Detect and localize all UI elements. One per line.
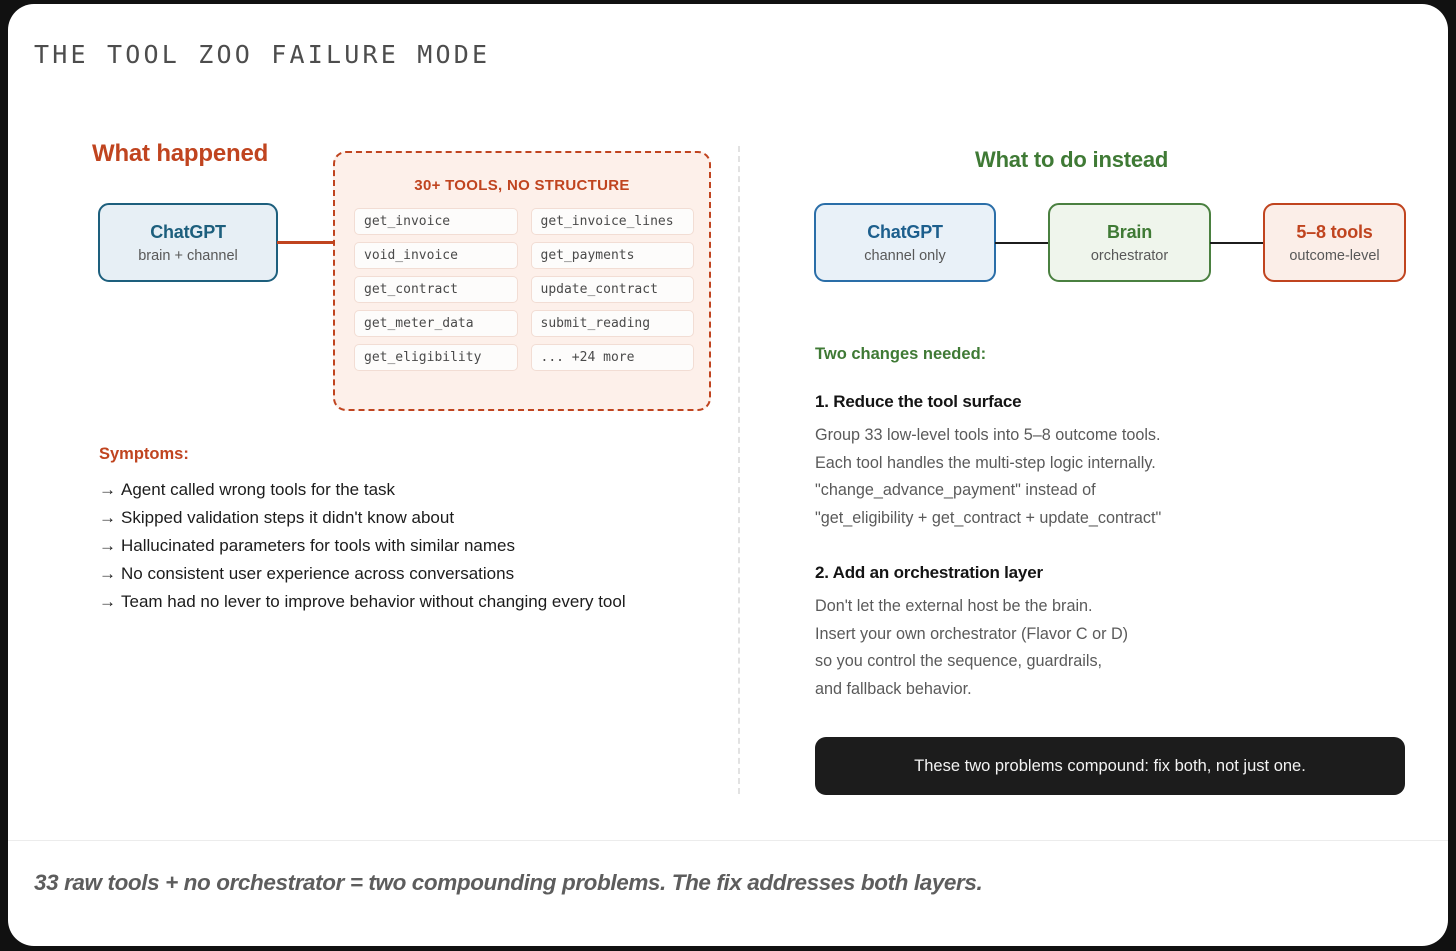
symptom-text: Skipped validation steps it didn't know …	[121, 508, 455, 527]
tool-chip: ... +24 more	[530, 344, 694, 371]
tool-chip: get_eligibility	[354, 344, 518, 371]
tool-chip: get_meter_data	[354, 310, 518, 337]
node-brain: Brain orchestrator	[1048, 203, 1211, 282]
tool-chip: void_invoice	[354, 242, 518, 269]
symptom-item: → No consistent user experience across co…	[99, 560, 719, 588]
symptom-item: → Agent called wrong tools for the task	[99, 476, 719, 504]
arrow-right-icon: →	[99, 508, 116, 527]
symptom-text: No consistent user experience across con…	[121, 564, 515, 583]
tool-zoo-title: 30+ TOOLS, NO STRUCTURE	[414, 177, 630, 194]
symptoms-heading: Symptoms:	[99, 445, 189, 463]
symptoms-list: → Agent called wrong tools for the task → S…	[99, 476, 719, 616]
symptom-text: Hallucinated parameters for tools with s…	[121, 536, 515, 555]
arrow-right-icon: →	[99, 592, 116, 611]
change-block-1-heading: 1. Reduce the tool surface	[815, 392, 1022, 411]
change-block-1-body: Group 33 low-level tools into 5–8 outcom…	[815, 422, 1275, 532]
symptom-text: Team had no lever to improve behavior wi…	[121, 592, 626, 611]
node-title: ChatGPT	[150, 221, 226, 242]
body-line: so you control the sequence, guardrails,	[815, 652, 1103, 670]
node-subtitle: orchestrator	[1090, 247, 1169, 264]
connector-brain-to-tools	[1210, 242, 1264, 244]
change-block-1: 1. Reduce the tool surface Group 33 low-…	[815, 392, 1275, 532]
node-outcome-tools: 5–8 tools outcome-level	[1263, 203, 1406, 282]
tool-chip: get_invoice_lines	[530, 208, 694, 235]
node-subtitle: channel only	[864, 247, 946, 264]
arrow-right-icon: →	[99, 564, 116, 583]
tool-chip: get_payments	[530, 242, 694, 269]
arrow-right-icon: →	[99, 480, 116, 499]
right-section-heading: What to do instead	[975, 147, 1169, 172]
node-chatgpt-right: ChatGPT channel only	[814, 203, 996, 282]
node-chatgpt-left: ChatGPT brain + channel	[98, 203, 278, 282]
body-line: Each tool handles the multi-step logic i…	[815, 453, 1156, 472]
body-line: and fallback behavior.	[815, 679, 972, 698]
change-block-2-body: Don't let the external host be the brain…	[815, 593, 1275, 703]
change-block-2: 2. Add an orchestration layer Don't let …	[815, 563, 1275, 703]
page-title: THE TOOL ZOO FAILURE MODE	[34, 40, 491, 69]
arrow-right-icon: →	[99, 536, 116, 555]
tool-chip: get_contract	[354, 276, 518, 303]
symptom-item: → Hallucinated parameters for tools with …	[99, 532, 719, 560]
footer-caption: 33 raw tools + no orchestrator = two com…	[34, 870, 983, 895]
two-changes-heading: Two changes needed:	[815, 345, 987, 363]
slide-card: THE TOOL ZOO FAILURE MODE What happened …	[8, 4, 1448, 946]
symptom-text: Agent called wrong tools for the task	[121, 480, 396, 499]
body-line: Don't let the external host be the brain…	[815, 597, 1093, 615]
left-section-heading: What happened	[92, 140, 269, 167]
symptom-item: → Skipped validation steps it didn't know…	[99, 504, 719, 532]
node-title: ChatGPT	[867, 221, 943, 242]
node-subtitle: brain + channel	[138, 247, 238, 264]
node-title: 5–8 tools	[1296, 221, 1373, 242]
symptom-item: → Team had no lever to improve behavior w…	[99, 588, 719, 616]
tool-chip-grid: get_invoice get_invoice_lines void_invoice…	[354, 208, 694, 371]
body-line: Group 33 low-level tools into 5–8 outcom…	[815, 426, 1161, 444]
tool-chip: update_contract	[530, 276, 694, 303]
node-title: Brain	[1106, 221, 1152, 242]
callout-banner: These two problems compound: fix both, n…	[815, 737, 1405, 795]
node-subtitle: outcome-level	[1289, 247, 1380, 264]
body-line: "change_advance_payment" instead of	[815, 481, 1096, 499]
body-line: "get_eligibility + get_contract + update…	[815, 508, 1162, 527]
change-block-2-heading: 2. Add an orchestration layer	[815, 563, 1043, 582]
connector-chatgpt-to-brain	[995, 242, 1049, 244]
column-divider	[738, 146, 740, 794]
footer-divider	[8, 840, 1448, 841]
tool-chip: get_invoice	[354, 208, 518, 235]
connector-chatgpt-to-zoo	[277, 241, 339, 244]
tool-chip: submit_reading	[530, 310, 694, 337]
body-line: Insert your own orchestrator (Flavor C o…	[815, 624, 1129, 643]
